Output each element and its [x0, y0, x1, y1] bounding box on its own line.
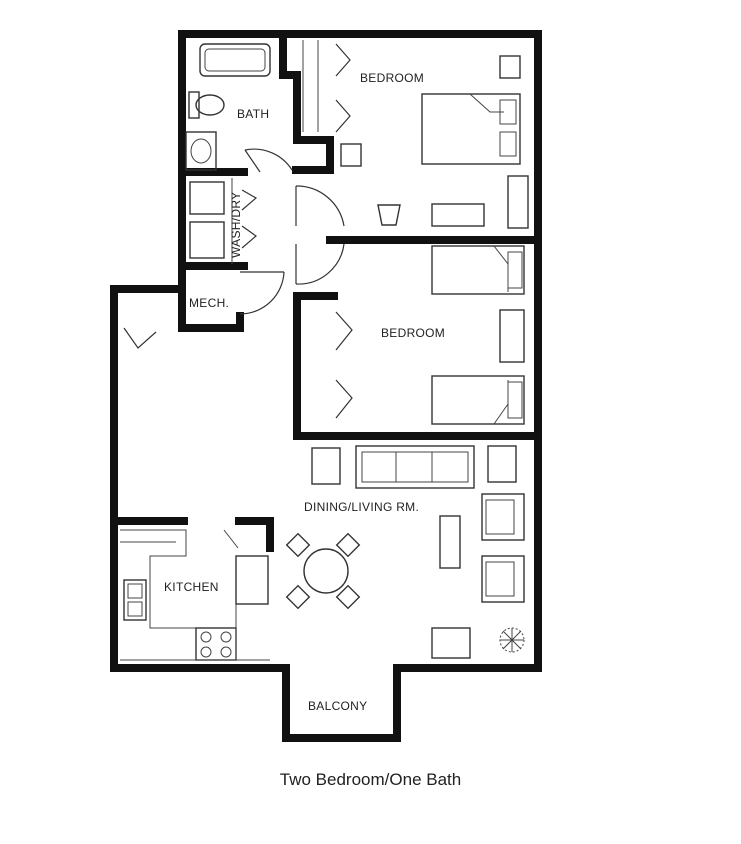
side-table: [431, 627, 471, 659]
kitchen-fixtures: [120, 529, 270, 661]
toilet-tank: [188, 91, 200, 119]
mech-door: [239, 271, 285, 315]
end-table-1: [311, 447, 341, 485]
toilet-bowl: [195, 94, 225, 116]
room-labels: BEDROOM BATH WASH/DRY BEDROOM MECH. DINI…: [164, 71, 445, 713]
bedroom-2-door: [295, 243, 345, 285]
sink: [123, 579, 147, 621]
armchair-1: [481, 493, 525, 541]
label-bedroom-2: BEDROOM: [381, 326, 445, 340]
end-table-2: [487, 445, 517, 483]
label-dining-living: DINING/LIVING RM.: [304, 500, 419, 514]
bed-1: [421, 93, 521, 165]
tv-stand-1: [507, 175, 529, 229]
walls: [110, 30, 542, 742]
plan-caption: Two Bedroom/One Bath: [279, 770, 462, 789]
closet-door-3: [335, 311, 353, 351]
label-bedroom-1: BEDROOM: [360, 71, 424, 85]
closet-door-4: [335, 379, 353, 419]
coffee-table: [439, 515, 461, 569]
sofa: [355, 445, 475, 489]
bath-fixtures: [185, 43, 293, 173]
entry-door: [123, 327, 157, 349]
twin-bed-1: [431, 245, 525, 295]
dresser-1: [431, 203, 485, 227]
label-bath: BATH: [237, 107, 269, 121]
label-balcony: BALCONY: [308, 699, 367, 713]
closet-door-1: [335, 43, 351, 77]
bath-door: [244, 148, 293, 171]
dresser-2: [499, 309, 525, 363]
chair: [340, 143, 362, 167]
bedroom-2-furniture: [335, 245, 525, 425]
armchair-2: [481, 555, 525, 603]
bedroom-1-furniture: [302, 40, 529, 229]
wash-dry-fixtures: [189, 178, 258, 264]
label-mech: MECH.: [189, 296, 229, 310]
label-wash-dry: WASH/DRY: [229, 192, 243, 258]
refrigerator: [235, 555, 269, 605]
twin-bed-2: [431, 375, 525, 425]
plant-icon: [499, 627, 525, 653]
hall-doors: [239, 185, 345, 315]
bedroom-1-door: [295, 185, 345, 227]
sink-vanity: [185, 131, 217, 171]
nightstand: [499, 55, 521, 79]
label-kitchen: KITCHEN: [164, 580, 219, 594]
dining-table: [303, 548, 349, 594]
closet-door-2: [335, 99, 351, 133]
washer: [189, 181, 225, 215]
living-furniture: [285, 445, 525, 659]
dryer: [189, 221, 225, 259]
desk-chair: [377, 204, 401, 226]
bathtub: [199, 43, 271, 77]
